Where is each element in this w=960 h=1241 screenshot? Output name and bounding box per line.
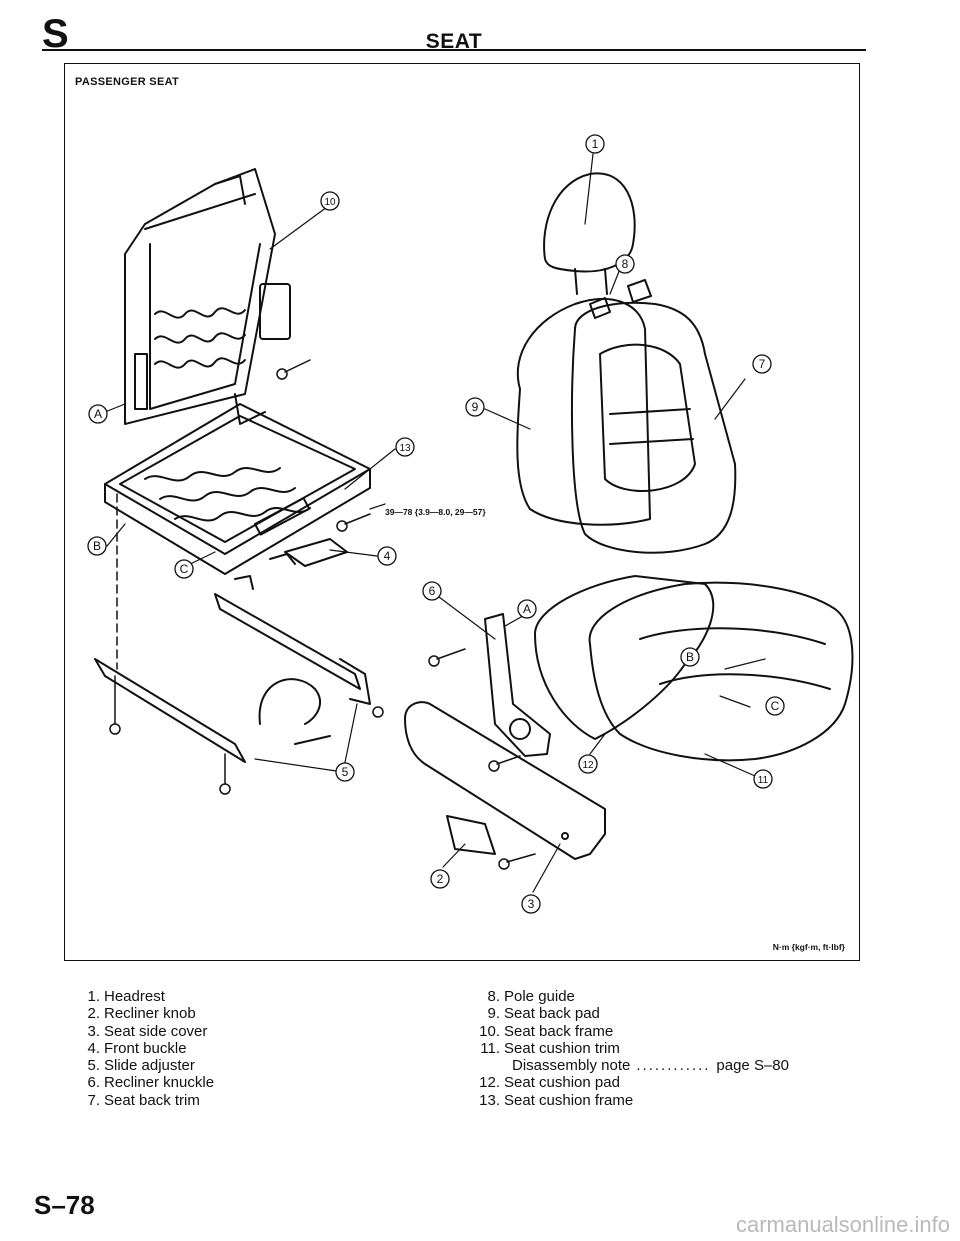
list-item: 2.Recliner knob bbox=[87, 1005, 196, 1023]
callout-c-frame: C bbox=[174, 559, 194, 579]
svg-text:C: C bbox=[771, 699, 780, 713]
callout-a-trim: A bbox=[517, 599, 537, 619]
section-letter: S bbox=[42, 12, 69, 56]
callout-9: 9 bbox=[465, 397, 485, 417]
callout-11: 11 bbox=[753, 769, 773, 789]
callout-10: 10 bbox=[320, 191, 340, 211]
seat-back-frame bbox=[124, 168, 291, 425]
callout-b-frame: B bbox=[87, 536, 107, 556]
callout-a-frame: A bbox=[88, 404, 108, 424]
svg-text:9: 9 bbox=[472, 400, 479, 414]
seat-back-trim bbox=[571, 301, 737, 554]
callout-5: 5 bbox=[335, 762, 355, 782]
svg-text:B: B bbox=[93, 539, 101, 553]
seat-back-pad bbox=[516, 298, 651, 526]
page-reference: page S–80 bbox=[716, 1057, 789, 1075]
list-item: 8.Pole guide bbox=[487, 988, 575, 1005]
callout-12: 12 bbox=[578, 754, 598, 774]
list-item: 12.Seat cushion pad bbox=[479, 1074, 620, 1092]
callout-2: 2 bbox=[430, 869, 450, 889]
svg-text:A: A bbox=[94, 407, 102, 421]
svg-text:C: C bbox=[180, 562, 189, 576]
callout-13: 13 bbox=[395, 437, 415, 457]
seat-side-cover bbox=[404, 701, 606, 860]
watermark: carmanualsonline.info bbox=[735, 1212, 950, 1237]
list-item: 6.Recliner knuckle bbox=[87, 1074, 215, 1092]
list-item: 1.Headrest bbox=[87, 988, 165, 1005]
callout-8: 8 bbox=[615, 254, 635, 274]
list-item: 10.Seat back frame bbox=[479, 1022, 614, 1040]
callout-1: 1 bbox=[585, 134, 605, 154]
pole-guide bbox=[589, 279, 652, 319]
svg-text:A: A bbox=[523, 602, 531, 616]
parts-list-left: 1.Headrest 2.Recliner knob 3.Seat side c… bbox=[74, 988, 214, 1109]
svg-text:5: 5 bbox=[342, 765, 349, 779]
recliner-knuckle bbox=[484, 613, 551, 757]
svg-text:B: B bbox=[686, 650, 694, 664]
svg-text:8: 8 bbox=[622, 257, 629, 271]
exploded-diagram-figure: PASSENGER SEAT bbox=[64, 63, 860, 961]
list-item: 13.Seat cushion frame bbox=[479, 1091, 634, 1109]
svg-text:6: 6 bbox=[429, 584, 436, 598]
list-item: 3.Seat side cover bbox=[87, 1022, 208, 1040]
svg-text:13: 13 bbox=[399, 443, 411, 454]
page-title: SEAT bbox=[425, 30, 483, 53]
list-item: 9.Seat back pad bbox=[487, 1005, 600, 1023]
svg-text:7: 7 bbox=[759, 357, 766, 371]
callout-c-trim: C bbox=[765, 696, 785, 716]
callout-4: 4 bbox=[377, 546, 397, 566]
torque-spec: 39—78 {3.9—8.0, 29—57} bbox=[385, 507, 486, 517]
torque-units: N·m {kgf·m, ft·lbf} bbox=[772, 942, 845, 952]
front-buckle bbox=[269, 538, 348, 567]
list-item: 5.Slide adjuster bbox=[87, 1057, 195, 1075]
svg-text:1: 1 bbox=[592, 137, 599, 151]
figure-title: PASSENGER SEAT bbox=[75, 76, 180, 88]
leader-lines bbox=[99, 153, 766, 893]
callout-7: 7 bbox=[752, 354, 772, 374]
seat-exploded-diagram: 1 2 3 4 5 6 7 8 9 10 11 12 13 A A B B C … bbox=[87, 134, 854, 914]
callout-3: 3 bbox=[521, 894, 541, 914]
list-item: 7.Seat back trim bbox=[87, 1091, 200, 1109]
bolt bbox=[109, 359, 536, 870]
svg-text:4: 4 bbox=[384, 549, 391, 563]
slide-adjuster bbox=[94, 493, 371, 785]
list-item: 4.Front buckle bbox=[87, 1039, 187, 1057]
page-number: S–78 bbox=[34, 1190, 95, 1220]
page-header: S SEAT bbox=[42, 12, 866, 56]
svg-text:11: 11 bbox=[758, 775, 769, 786]
svg-text:2: 2 bbox=[437, 872, 444, 886]
callout-b-trim: B bbox=[680, 647, 700, 667]
seat-cushion-frame bbox=[104, 403, 371, 575]
disassembly-note: Disassembly note ............ page S–80 bbox=[512, 1057, 789, 1075]
svg-text:10: 10 bbox=[324, 197, 336, 208]
seat-cushion-trim bbox=[588, 581, 854, 762]
header-rule bbox=[42, 49, 866, 51]
list-item: 11.Seat cushion trim bbox=[480, 1039, 620, 1057]
svg-text:3: 3 bbox=[528, 897, 535, 911]
callout-6: 6 bbox=[422, 581, 442, 601]
svg-text:12: 12 bbox=[582, 760, 594, 771]
recliner-knob bbox=[446, 815, 496, 855]
parts-list-right: 8.Pole guide 9.Seat back pad 10.Seat bac… bbox=[474, 988, 789, 1109]
headrest bbox=[543, 172, 636, 295]
